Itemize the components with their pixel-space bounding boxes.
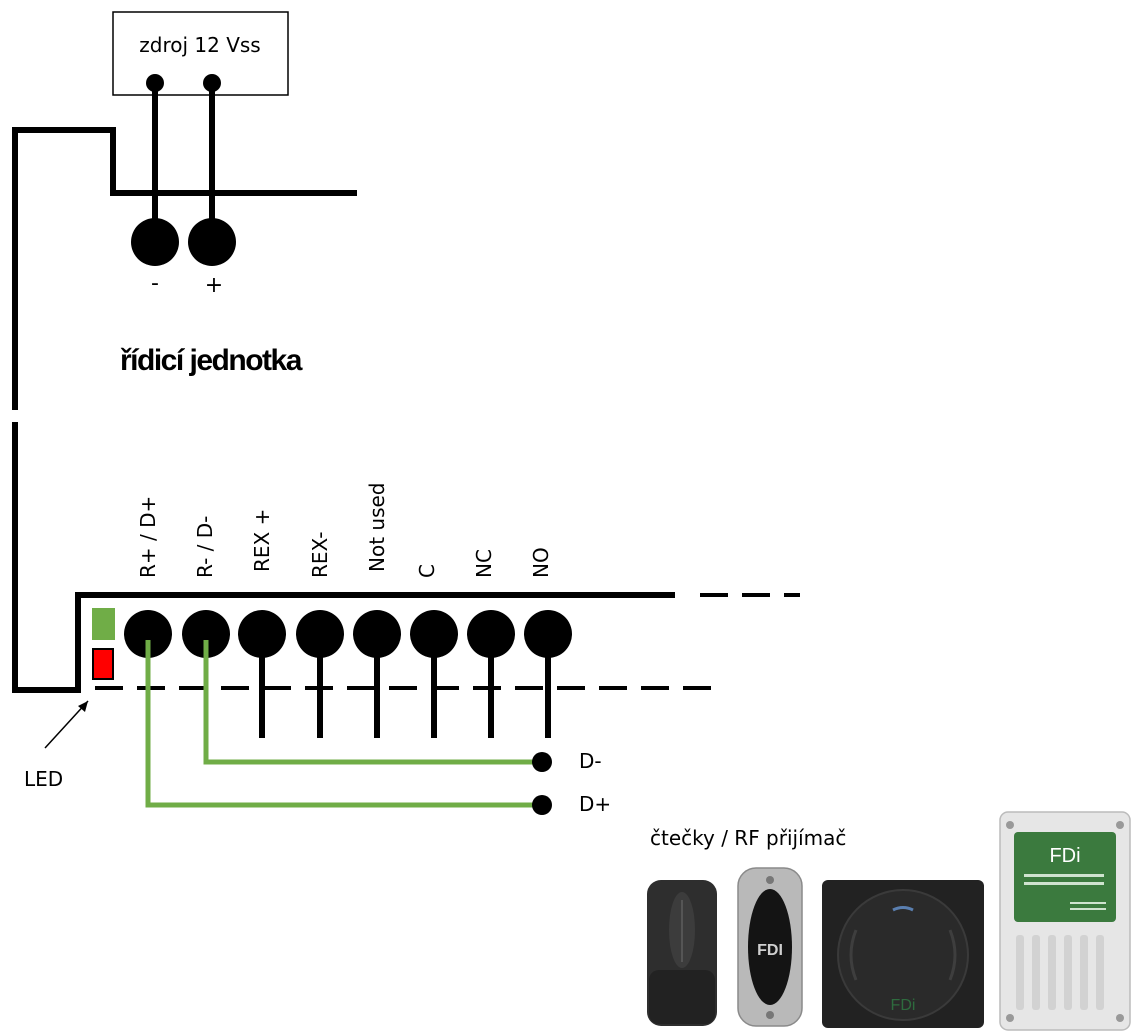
reader-pin-label-d-minus: D- <box>579 749 602 773</box>
terminal-not-used <box>353 610 401 658</box>
led-indicators: LED <box>24 608 115 791</box>
reader-grey-icon: FDI <box>737 867 803 1027</box>
terminal-r-minus-d-minus <box>182 610 230 658</box>
terminal-label-r-minus-d-minus: R- / D- <box>193 516 217 578</box>
terminal-c <box>410 610 458 658</box>
terminal-rex-minus <box>296 610 344 658</box>
terminal-label-r-plus-d-plus: R+ / D+ <box>136 496 160 578</box>
terminal-label-no: NO <box>529 547 553 578</box>
power-supply: zdroj 12 Vss <box>112 11 289 220</box>
rf-receiver-icon: FDi <box>822 880 984 1028</box>
terminal-rex-plus <box>238 610 286 658</box>
terminal-nc <box>467 610 515 658</box>
terminal-no <box>524 610 572 658</box>
terminal-label-rex-minus: REX- <box>308 532 332 578</box>
terminal-power-minus <box>131 218 179 266</box>
terminal-label-c: C <box>415 564 439 578</box>
terminal-r-plus-d-plus <box>124 610 172 658</box>
terminal-label-rex-plus: REX + <box>250 509 274 572</box>
power-supply-label: zdroj 12 Vss <box>139 33 260 57</box>
wire-d-minus <box>203 640 540 765</box>
terminal-block: R+ / D+ R- / D- REX + REX- Not used C NC… <box>124 483 572 738</box>
reader-pin-d-minus <box>532 752 552 772</box>
reader-pin-label-d-plus: D+ <box>579 792 611 816</box>
power-supply-box <box>112 11 289 96</box>
led-label: LED <box>24 767 63 791</box>
led-red <box>92 648 114 680</box>
reader-devices: FDI FDi FDi <box>647 811 1131 1031</box>
power-plus-label: + <box>205 273 223 298</box>
rf-module-logo: FDi <box>1049 845 1080 867</box>
terminal-power-plus <box>188 218 236 266</box>
controller-bottom-edge <box>12 422 675 693</box>
reader-pin-d-plus <box>532 795 552 815</box>
rf-receiver-logo: FDi <box>891 997 916 1014</box>
rf-module-icon: FDi <box>999 811 1131 1031</box>
power-minus-label: - <box>151 271 159 296</box>
data-wires: D- D+ <box>145 640 611 816</box>
reader-black-icon <box>647 880 717 1026</box>
readers-title: čtečky / RF přijímač <box>650 826 846 850</box>
led-pointer-arrowhead <box>78 701 88 712</box>
led-green <box>92 608 115 640</box>
terminal-label-not-used: Not used <box>365 483 389 573</box>
led-pointer-arrow <box>44 700 89 749</box>
wire-d-plus <box>145 640 540 808</box>
controller-outline <box>12 127 800 693</box>
terminal-label-nc: NC <box>472 549 496 578</box>
power-terminals: - + <box>131 218 236 298</box>
controller-title: řídicí jednotka <box>120 344 303 377</box>
reader-grey-logo: FDI <box>757 942 783 959</box>
controller-top-edge <box>12 127 357 410</box>
